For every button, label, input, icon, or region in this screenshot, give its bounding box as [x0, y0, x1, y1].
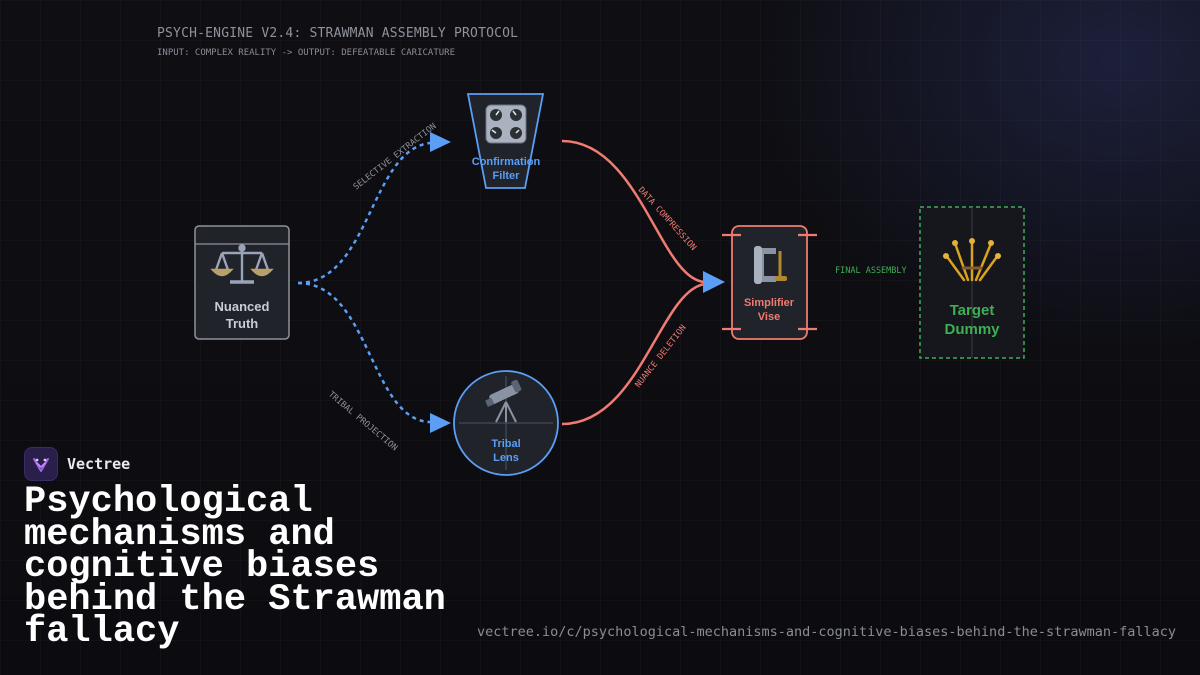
straw-sheaf-icon — [943, 238, 1001, 282]
node-simplifier-vise: Simplifier Vise — [722, 225, 817, 340]
node-dummy-line2: Dummy — [944, 321, 1000, 338]
balance-scale-icon — [210, 244, 274, 284]
edge-nuance-deletion — [561, 282, 706, 426]
vectree-logo-icon — [24, 447, 58, 481]
clamp-icon — [754, 246, 787, 284]
node-tribal-lens: Tribal Lens — [453, 370, 559, 476]
node-dummy-line1: Target — [950, 302, 995, 319]
label-selective-extraction: SELECTIVE EXTRACTION — [352, 121, 439, 192]
node-target-dummy: Target Dummy — [919, 206, 1025, 359]
node-filter-line1: Confirmation — [472, 156, 541, 168]
node-vise-line2: Vise — [758, 311, 780, 323]
brand-name: Vectree — [67, 455, 131, 473]
arrowhead-lens — [430, 413, 451, 433]
label-nuance-deletion: NUANCE DELETION — [633, 323, 688, 390]
edge-selective-extraction — [297, 141, 431, 285]
node-confirmation-filter: Confirmation Filter — [466, 93, 545, 189]
edge-tribal-projection — [297, 281, 431, 424]
node-lens-line1: Tribal — [491, 438, 520, 450]
node-nuanced-truth: Nuanced Truth — [194, 225, 290, 340]
node-truth-line2: Truth — [226, 316, 259, 331]
diagram-subtitle: INPUT: COMPLEX REALITY -> OUTPUT: DEFEAT… — [157, 48, 456, 58]
label-data-compression: DATA COMPRESSION — [636, 185, 698, 253]
page-url[interactable]: vectree.io/c/psychological-mechanisms-an… — [477, 624, 1176, 640]
page-headline: Psychological mechanisms and cognitive b… — [24, 481, 446, 653]
label-tribal-projection: TRIBAL PROJECTION — [326, 390, 399, 454]
diagram-title: PSYCH-ENGINE V2.4: STRAWMAN ASSEMBLY PRO… — [157, 26, 519, 41]
node-lens-line2: Lens — [493, 452, 519, 464]
node-filter-line2: Filter — [493, 170, 521, 182]
brand[interactable]: Vectree — [24, 447, 130, 481]
control-knobs-icon — [485, 104, 527, 144]
telescope-icon — [485, 379, 522, 423]
arrowhead-filter — [430, 132, 451, 152]
label-final-assembly: FINAL ASSEMBLY — [835, 266, 907, 276]
arrowhead-vise — [703, 271, 725, 293]
edge-data-compression — [561, 139, 706, 284]
node-truth-line1: Nuanced — [215, 299, 270, 314]
node-vise-line1: Simplifier — [744, 297, 795, 309]
